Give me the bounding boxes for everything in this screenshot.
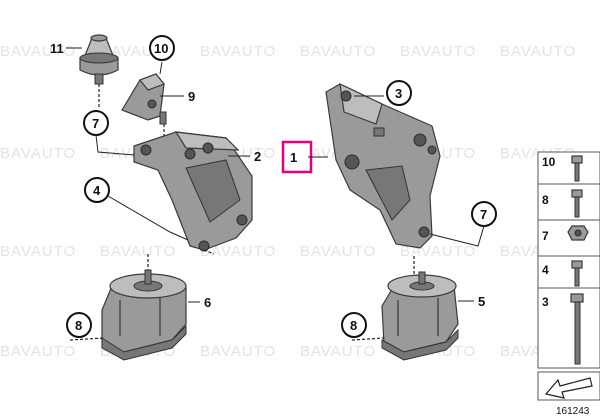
svg-text:BAVAUTO: BAVAUTO xyxy=(0,43,76,60)
callout-1: 1 xyxy=(290,150,297,165)
callout-10: 10 xyxy=(154,41,168,56)
callout-7-left: 7 xyxy=(92,116,99,131)
svg-text:BAVAUTO: BAVAUTO xyxy=(300,43,376,60)
bubble-4 xyxy=(84,177,110,203)
leader-7-left xyxy=(95,134,147,157)
legend-label-4: 4 xyxy=(542,263,549,277)
svg-text:BAVAUTO: BAVAUTO xyxy=(500,43,576,60)
part-11-buffer xyxy=(79,34,119,85)
svg-text:BAVAUTO: BAVAUTO xyxy=(300,343,376,360)
svg-text:BAVAUTO: BAVAUTO xyxy=(0,343,76,360)
bolt-10-icon xyxy=(571,155,583,182)
part-2-bracket xyxy=(133,131,253,252)
legend-label-8: 8 xyxy=(542,193,549,207)
fastener-legend: 10 8 7 4 3 xyxy=(537,151,600,401)
bubble-8-right xyxy=(341,312,367,338)
callout-11: 11 xyxy=(50,41,64,56)
part-5-engine-mount xyxy=(381,271,459,361)
svg-text:BAVAUTO: BAVAUTO xyxy=(0,243,76,260)
callout-4: 4 xyxy=(93,183,101,198)
bubble-3 xyxy=(386,80,412,106)
leader-10 xyxy=(159,61,163,75)
callout-5: 5 xyxy=(478,294,485,309)
watermark: BAVAUTO BAVAUTO BAVAUTO BAVAUTO BAVAUTO … xyxy=(0,43,576,360)
callout-7-right: 7 xyxy=(480,207,487,222)
leader-4 xyxy=(107,195,189,241)
dash-2 xyxy=(203,249,215,255)
svg-text:BAVAUTO: BAVAUTO xyxy=(200,343,276,360)
callout-2: 2 xyxy=(254,149,261,164)
legend-label-3: 3 xyxy=(542,295,549,309)
part-1-main-bracket xyxy=(325,82,441,249)
callout-6: 6 xyxy=(204,295,211,310)
svg-text:BAVAUTO: BAVAUTO xyxy=(300,243,376,260)
bubble-8-left xyxy=(66,312,92,338)
callout-3: 3 xyxy=(395,86,402,101)
svg-text:BAVAUTO: BAVAUTO xyxy=(0,145,76,162)
svg-text:BAVAUTO: BAVAUTO xyxy=(400,43,476,60)
dash-8-right xyxy=(351,337,385,341)
nut-7-icon xyxy=(567,225,589,241)
bolt-3-icon xyxy=(570,293,584,365)
callout-8-left: 8 xyxy=(75,318,82,333)
callout-9: 9 xyxy=(188,89,195,104)
part-9-bracket xyxy=(121,73,167,125)
bolt-4-icon xyxy=(571,260,583,287)
svg-text:BAVAUTO: BAVAUTO xyxy=(100,243,176,260)
legend-label-7: 7 xyxy=(542,229,549,243)
bubble-10 xyxy=(149,35,175,61)
svg-text:BAVAUTO: BAVAUTO xyxy=(200,243,276,260)
callout-8-right: 8 xyxy=(350,318,357,333)
direction-arrow-icon xyxy=(544,377,593,399)
part-6-engine-mount xyxy=(101,269,187,361)
dash-8-left xyxy=(69,337,105,341)
leader-7-right xyxy=(429,225,485,247)
legend-label-10: 10 xyxy=(542,155,556,169)
svg-text:BAVAUTO: BAVAUTO xyxy=(200,43,276,60)
bolt-8-icon xyxy=(571,189,583,218)
diagram-id: 161243 xyxy=(556,406,590,417)
